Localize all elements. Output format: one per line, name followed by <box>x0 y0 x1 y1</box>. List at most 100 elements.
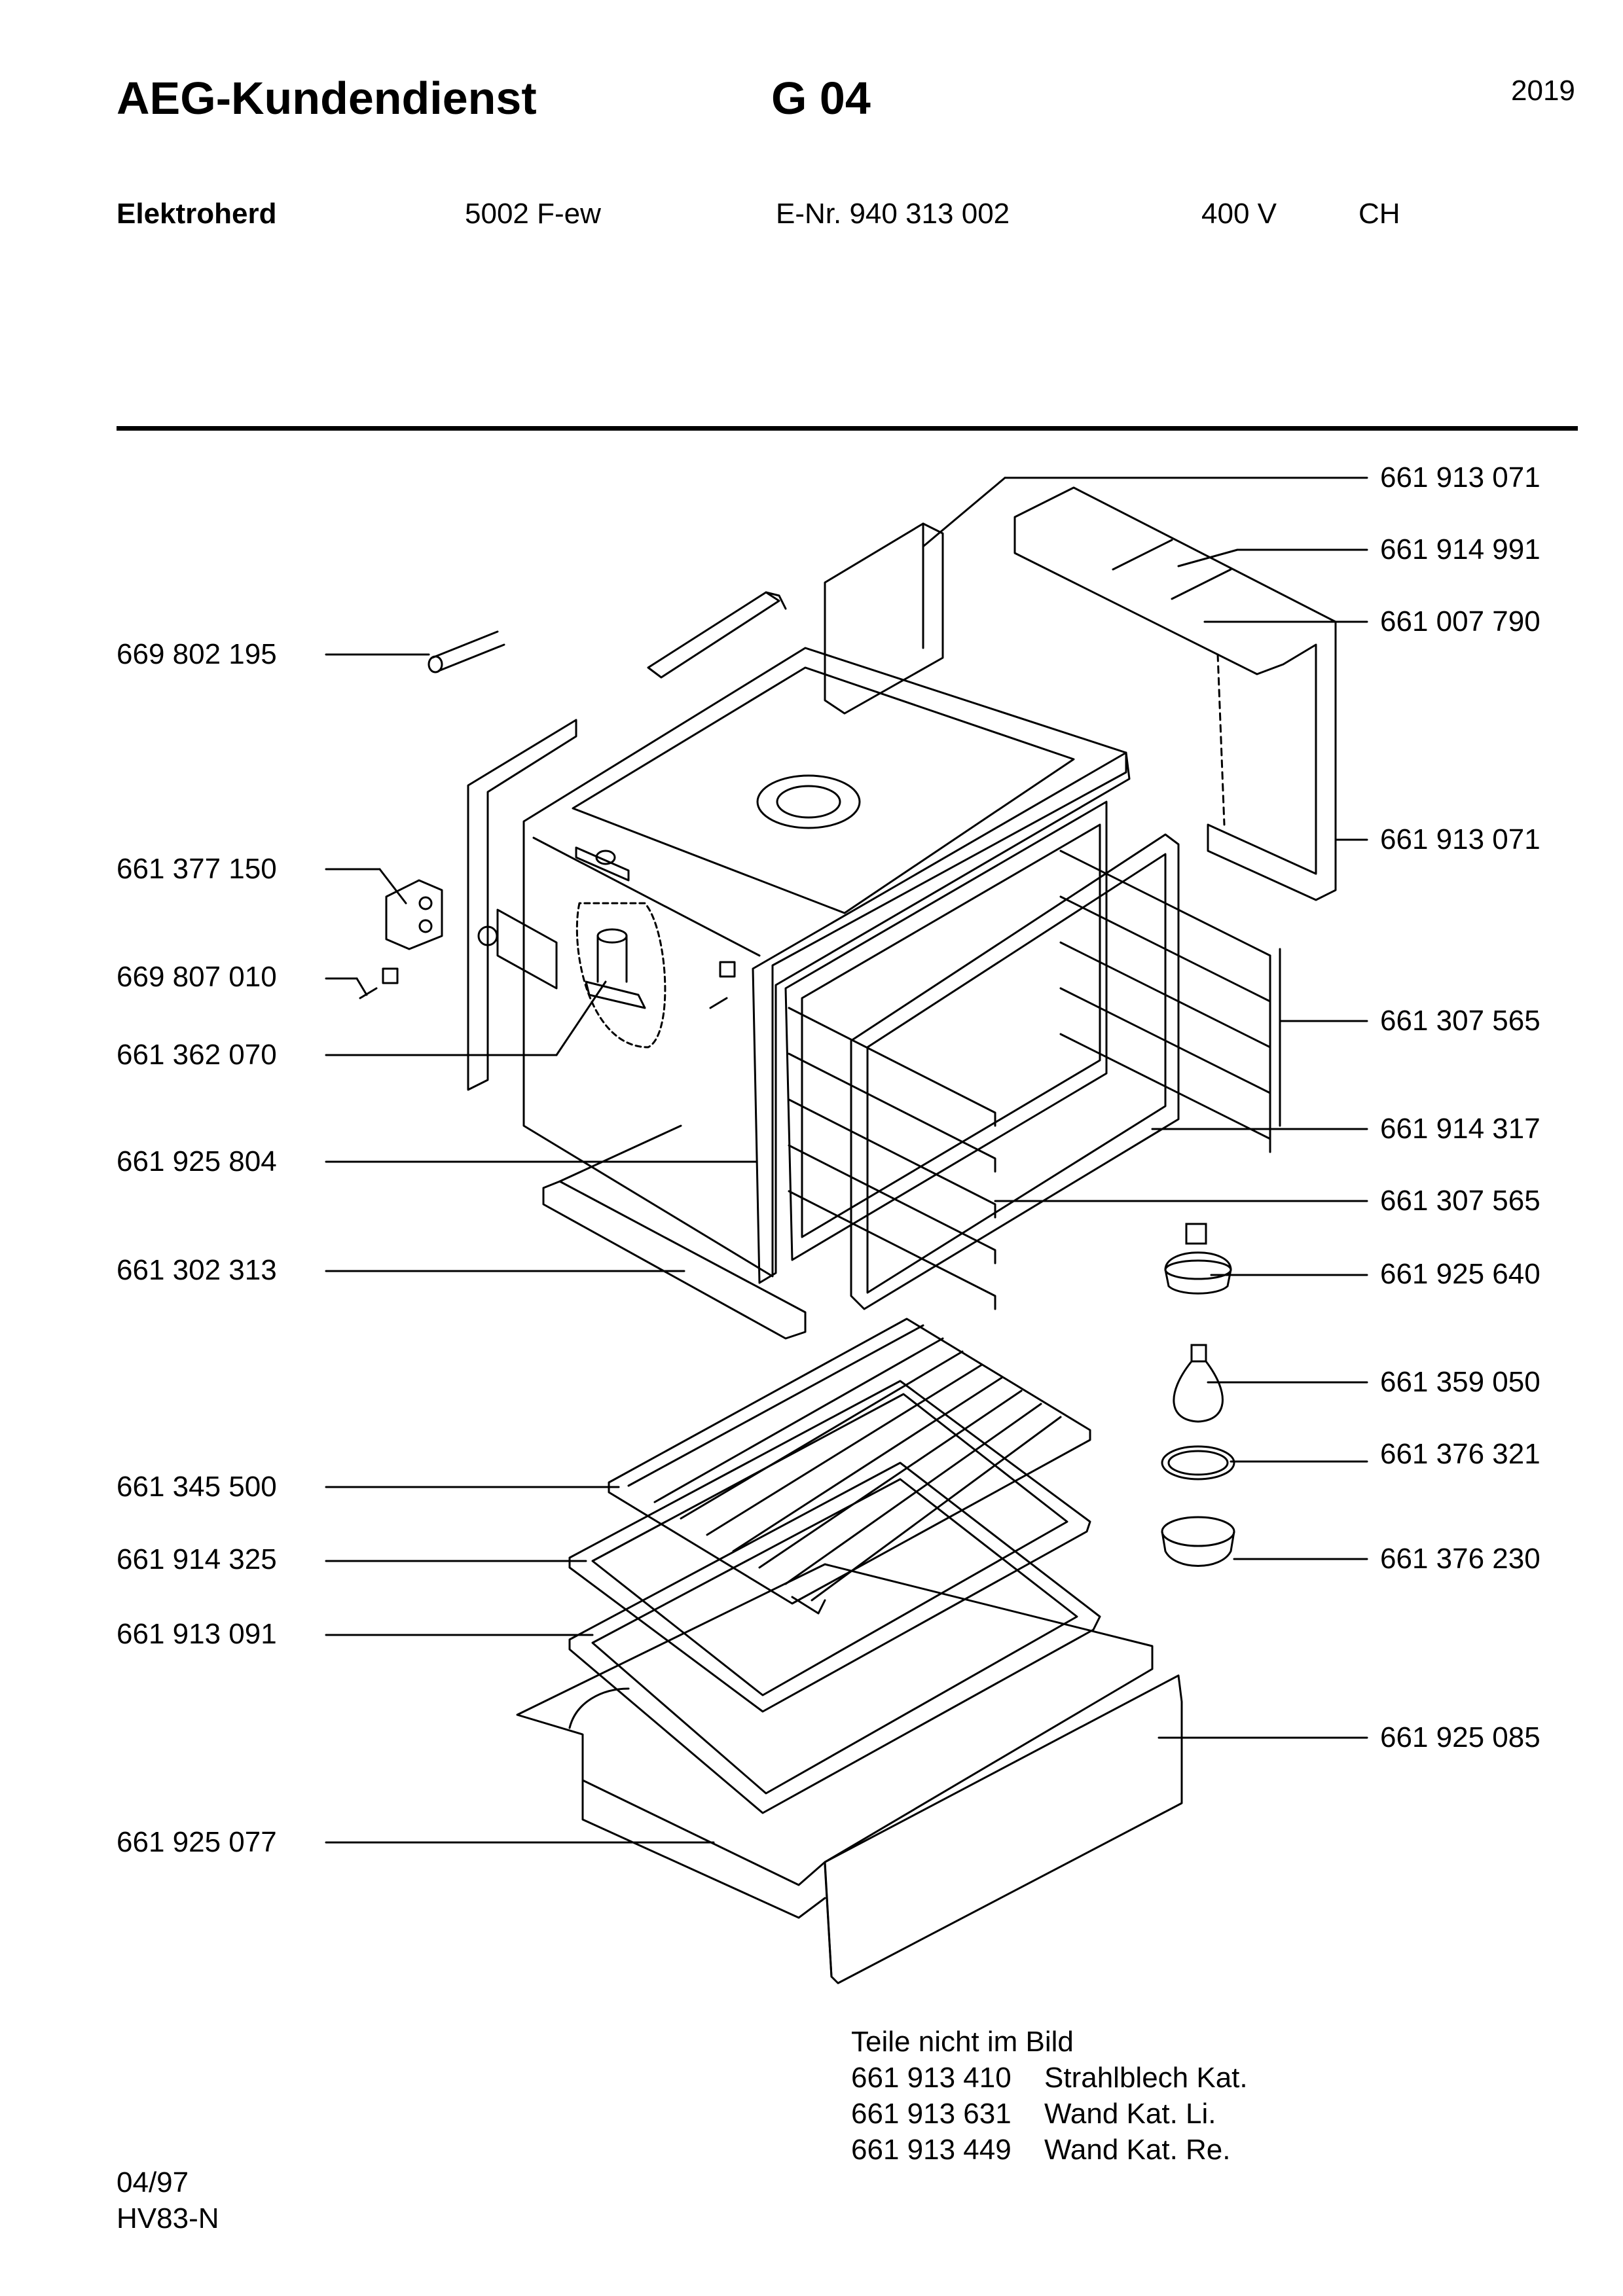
runner-rail <box>1269 948 1281 1153</box>
part-number-right: 661 376 321 <box>1380 1438 1541 1470</box>
control-knob <box>595 850 616 865</box>
part-number-left: 661 925 804 <box>117 1145 277 1177</box>
handle-pin-end <box>428 655 443 673</box>
bracket <box>385 879 443 950</box>
screw <box>709 997 728 1009</box>
part-number-right: 661 914 317 <box>1380 1113 1541 1145</box>
sensor-flange <box>585 980 646 1009</box>
lamp-cover-top <box>1161 1516 1235 1547</box>
part-number-right: 661 359 050 <box>1380 1366 1541 1398</box>
front-frame <box>752 751 1131 1284</box>
footer-date: 04/97 <box>117 2166 189 2198</box>
drawer-side <box>581 1779 826 1919</box>
not-shown-title: Teile nicht im Bild <box>851 2026 1074 2058</box>
drawer-corner <box>568 1687 630 1729</box>
not-shown-name: Strahlblech Kat. <box>1044 2062 1248 2094</box>
part-number-right: 661 914 991 <box>1380 533 1541 565</box>
part-number-right: 661 307 565 <box>1380 1185 1541 1217</box>
part-number-left: 661 377 150 <box>117 853 277 885</box>
cavity-edge <box>532 836 761 957</box>
strip-edge <box>558 1124 682 1183</box>
lamp-parts <box>1161 1223 1235 1567</box>
part-number-left: 669 807 010 <box>117 961 277 993</box>
part-number-right: 661 913 071 <box>1380 461 1541 493</box>
part-number-right: 661 925 085 <box>1380 1721 1541 1753</box>
country-code: CH <box>1359 198 1400 230</box>
screw-nut <box>719 961 736 978</box>
leader-line <box>555 980 607 1056</box>
top-opening <box>756 774 861 829</box>
part-number-left: 661 925 077 <box>117 1826 277 1858</box>
side-frame-left <box>467 719 577 1091</box>
rack-stop <box>791 1596 826 1615</box>
drawer-box <box>516 1563 1154 1886</box>
part-number-right: 661 307 565 <box>1380 1005 1541 1037</box>
header-rule <box>117 426 1578 431</box>
roasting-pan <box>568 1462 1101 1814</box>
baking-tray-inner <box>591 1393 1068 1696</box>
leader-line <box>378 868 407 905</box>
lamp-bulb <box>1173 1360 1224 1423</box>
rack-wires <box>627 1324 1062 1602</box>
part-number-left: 661 913 091 <box>117 1618 277 1650</box>
screw <box>359 987 378 999</box>
insulation-panel-left <box>824 522 944 715</box>
gasket-ring-inner <box>1167 1450 1229 1476</box>
sensor-top <box>596 928 628 944</box>
bottom-heating-strip <box>542 1180 807 1340</box>
screw-nut <box>382 967 399 984</box>
brand-title: AEG-Kundendienst <box>117 73 537 124</box>
trim-end <box>765 591 787 610</box>
roasting-pan-inner <box>591 1478 1078 1795</box>
shelf-runners-left <box>788 1007 996 1310</box>
part-number-left: 661 362 070 <box>117 1039 277 1071</box>
leader-line <box>356 977 368 996</box>
voltage: 400 V <box>1201 198 1277 230</box>
oven-top-panel <box>572 666 1075 914</box>
wire-rack <box>608 1318 1091 1605</box>
lamp-socket-top <box>1185 1223 1207 1245</box>
part-number-right: 661 925 640 <box>1380 1258 1541 1290</box>
top-trim-strip <box>647 591 780 679</box>
front-frame-inner <box>784 800 1108 1261</box>
bulb-base <box>1190 1344 1207 1363</box>
group-code: G 04 <box>771 73 871 124</box>
sensor-body <box>596 935 628 983</box>
panel-seam <box>1171 568 1232 600</box>
product-type: Elektroherd <box>117 198 277 230</box>
page-number: 2019 <box>1511 75 1575 107</box>
leader-line <box>1177 548 1239 567</box>
lamp-socket-ring <box>1164 1259 1232 1280</box>
footer-code: HV83-N <box>117 2202 219 2234</box>
not-shown-name: Wand Kat. Re. <box>1044 2134 1231 2166</box>
bracket-screw <box>418 919 433 933</box>
panel-seam <box>1112 539 1173 571</box>
part-number-left: 661 914 325 <box>117 1543 277 1575</box>
not-shown-number: 661 913 631 <box>851 2098 1012 2130</box>
drawer-front-edge <box>824 1864 833 1978</box>
gasket-ring <box>1161 1445 1235 1480</box>
part-number-right: 661 007 790 <box>1380 605 1541 637</box>
e-number: E-Nr. 940 313 002 <box>776 198 1010 230</box>
model-name: 5002 F-ew <box>465 198 601 230</box>
insulation-edge <box>1216 653 1226 826</box>
part-number-right: 661 376 230 <box>1380 1543 1541 1575</box>
sensor-area <box>575 902 666 1049</box>
hinge-plate <box>496 908 558 990</box>
oven-cavity <box>522 647 1127 1278</box>
door-seal-inner <box>866 853 1167 1294</box>
drawer-front <box>824 1674 1183 1984</box>
front-frame-opening <box>801 823 1101 1238</box>
not-shown-number: 661 913 449 <box>851 2134 1012 2166</box>
leader-line <box>922 476 1006 548</box>
bracket-screw <box>418 896 433 910</box>
top-opening-inner <box>776 785 841 819</box>
part-number-left: 661 302 313 <box>117 1254 277 1286</box>
part-number-right: 661 913 071 <box>1380 823 1541 855</box>
door-seal <box>850 833 1180 1310</box>
lamp-socket <box>1164 1251 1232 1295</box>
not-shown-number: 661 913 410 <box>851 2062 1012 2094</box>
lamp-cover <box>1161 1531 1235 1567</box>
insulation-block <box>1013 486 1337 901</box>
